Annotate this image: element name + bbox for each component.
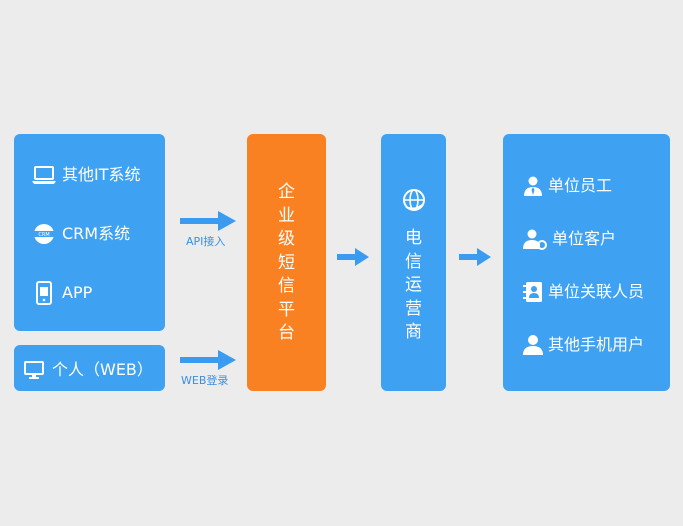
user-item-mobile: 其他手机用户	[522, 333, 644, 357]
platform-label: 企 业 级 短 信 平 台	[247, 181, 326, 346]
laptop-icon	[32, 163, 56, 187]
platform-char: 台	[278, 323, 295, 343]
platform-char: 信	[278, 276, 295, 296]
sms-platform-box: 企 业 级 短 信 平 台	[247, 134, 326, 391]
carrier-char: 信	[405, 251, 422, 272]
carrier-char: 营	[405, 298, 422, 319]
api-label: API接入	[186, 235, 226, 248]
source-item-label: CRM系统	[62, 224, 131, 243]
globe-icon	[402, 188, 426, 216]
web-arrow	[180, 350, 236, 370]
carrier-char: 电	[405, 228, 422, 248]
platform-char: 级	[278, 229, 295, 249]
carrier-box: 电 信 运 营 商	[381, 134, 446, 391]
user-item-contacts: 单位关联人员	[522, 280, 644, 304]
personal-web-box: 个人（WEB）	[14, 345, 165, 391]
customer-icon	[522, 227, 548, 251]
carrier-char: 商	[405, 322, 422, 342]
platform-to-carrier-arrow	[337, 248, 369, 266]
user-icon	[522, 333, 544, 357]
crm-icon: CRM	[32, 222, 56, 246]
mobile-app-icon	[32, 281, 56, 305]
platform-char: 平	[278, 299, 295, 320]
carrier-to-users-arrow	[459, 248, 491, 266]
api-arrow	[180, 211, 236, 231]
recipients-box: 单位员工 单位客户 单位关联人员 其他手机用户	[503, 134, 670, 391]
user-item-employee: 单位员工	[522, 174, 612, 198]
employee-icon	[522, 174, 544, 198]
personal-item: 个人（WEB）	[22, 358, 153, 382]
user-item-label: 单位员工	[548, 176, 613, 195]
carrier-label: 电 信 运 营 商	[381, 227, 446, 345]
source-item-crm: CRM CRM系统	[32, 222, 130, 246]
source-item-app: APP	[32, 281, 92, 305]
carrier-char: 运	[405, 275, 422, 295]
web-label: WEB登录	[181, 374, 229, 387]
personal-label: 个人（WEB）	[52, 360, 153, 379]
user-item-label: 单位关联人员	[548, 282, 645, 301]
user-item-customer: 单位客户	[522, 227, 616, 251]
source-systems-box: 其他IT系统 CRM CRM系统 APP	[14, 134, 165, 331]
user-item-label: 单位客户	[552, 229, 617, 248]
user-item-label: 其他手机用户	[548, 335, 645, 354]
source-item-label: APP	[62, 283, 93, 302]
source-item-it-systems: 其他IT系统	[32, 163, 141, 187]
svg-text:CRM: CRM	[38, 232, 49, 238]
platform-char: 企	[278, 182, 295, 202]
contacts-icon	[522, 280, 544, 304]
platform-char: 短	[278, 252, 295, 273]
platform-char: 业	[278, 205, 295, 226]
monitor-icon	[22, 358, 46, 382]
source-item-label: 其他IT系统	[62, 165, 141, 184]
